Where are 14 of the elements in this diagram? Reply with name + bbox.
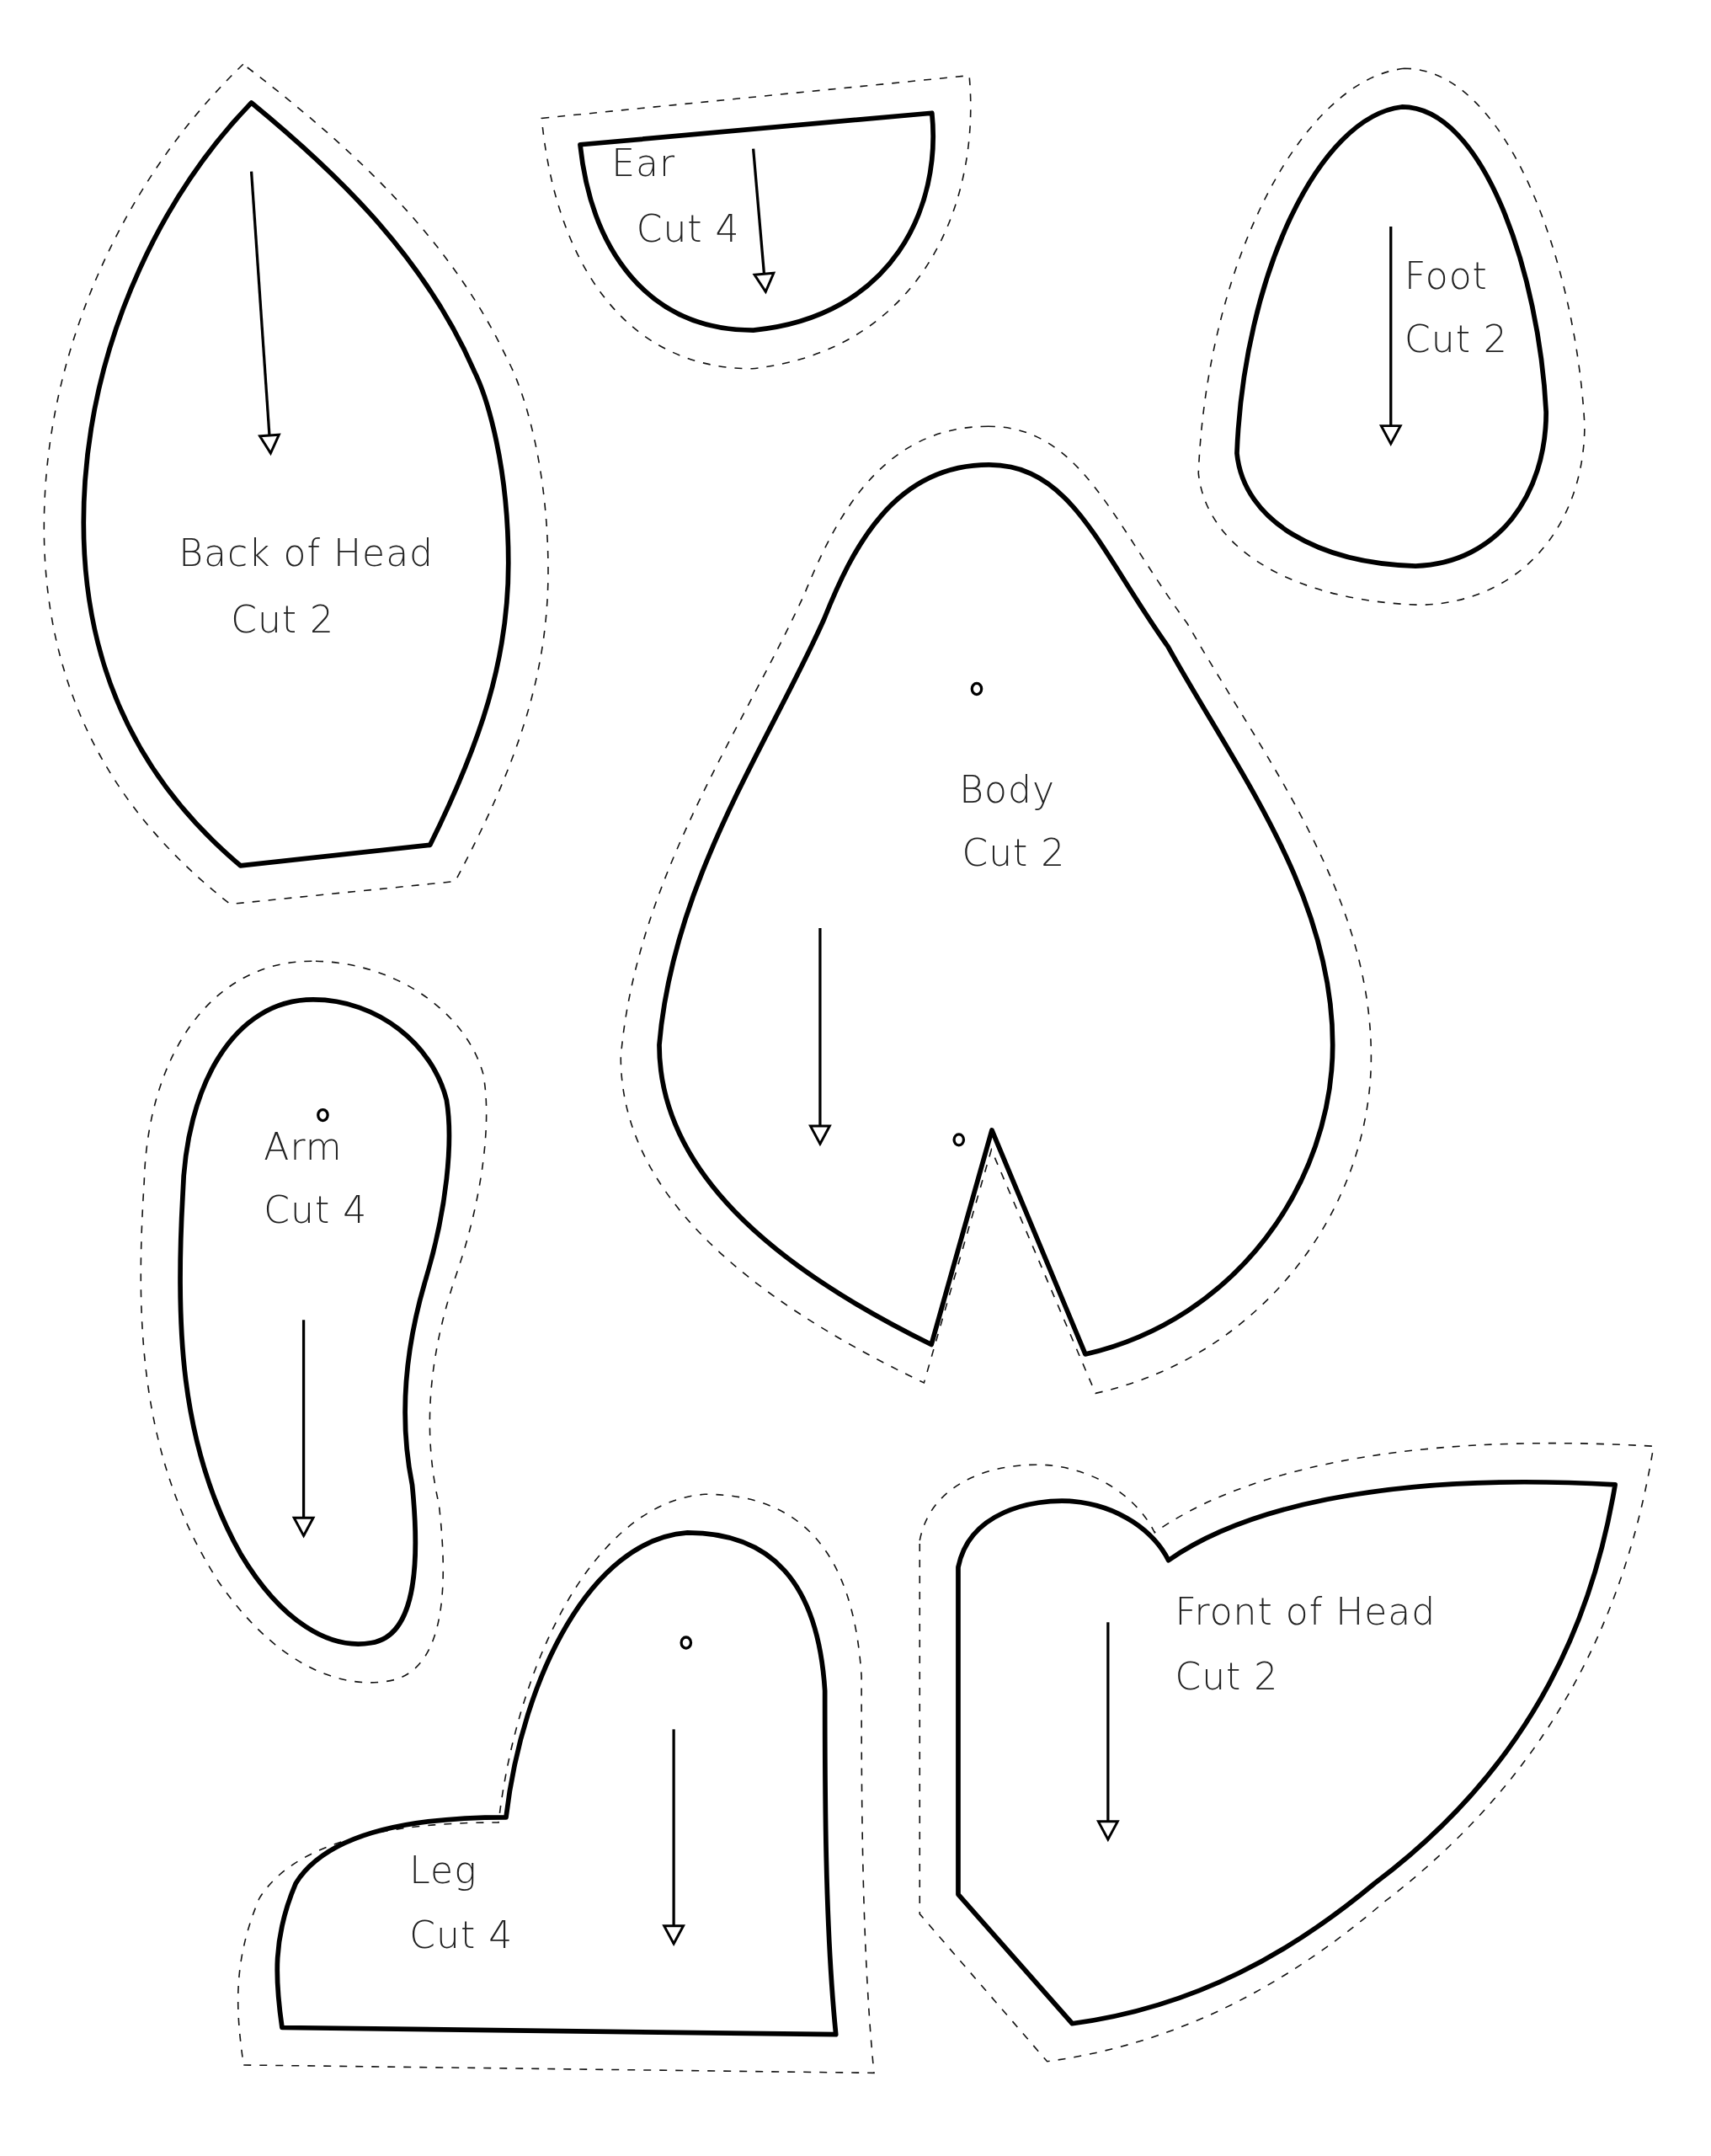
cut-instruction: Cut 2 [962, 833, 1066, 874]
piece-name: Arm [264, 1127, 343, 1168]
cut-instruction: Cut 4 [409, 1914, 514, 1956]
cut-instruction: Cut 2 [1175, 1656, 1279, 1698]
piece-name: Back of Head [179, 533, 434, 574]
piece-name: Front of Head [1175, 1592, 1436, 1633]
piece-name: Leg [409, 1849, 477, 1892]
piece-name: Ear [611, 142, 676, 184]
piece-name: Foot [1405, 255, 1488, 296]
cut-instruction: Cut 4 [264, 1190, 368, 1231]
cut-instruction: Cut 4 [636, 209, 740, 250]
piece-name: Body [959, 769, 1055, 811]
cut-instruction: Cut 2 [231, 599, 334, 640]
cut-instruction: Cut 2 [1405, 318, 1508, 360]
